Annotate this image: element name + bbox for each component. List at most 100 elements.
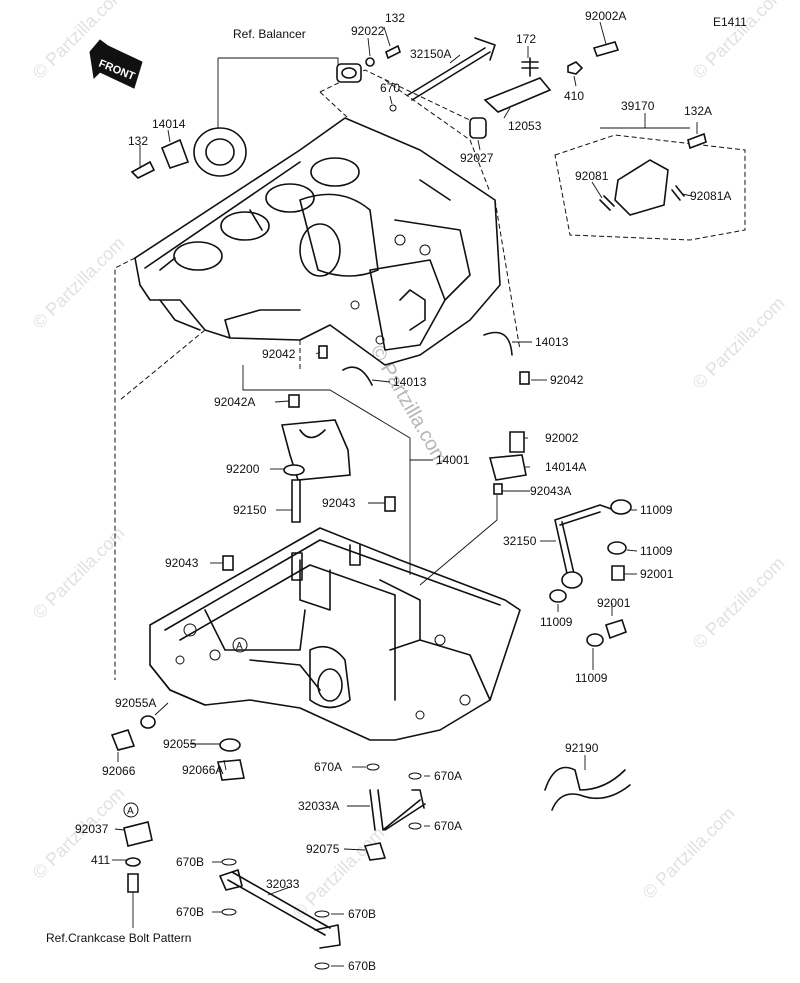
oring-92055A [140,715,156,729]
part-labels: 132 92022 32150A 172 92002A 670 410 1205… [75,9,731,973]
dowel-92043-mid [384,496,396,512]
label-410: 410 [564,89,584,103]
oring-670A-2 [408,772,422,780]
oring-92055 [219,738,241,752]
dashed-boundary [494,199,521,351]
block-14014A [488,454,527,481]
label-670-top: 670 [380,81,400,95]
washer-92022 [365,57,375,67]
label-670A-1: 670A [314,760,342,774]
oring-670B-3 [314,910,330,918]
label-92190: 92190 [565,741,599,755]
label-92042-right: 92042 [550,373,584,387]
label-92043A: 92043A [530,484,571,498]
label-92027: 92027 [460,151,494,165]
bolt-ref-crankcase [127,873,139,893]
oring-670A-1 [366,763,380,771]
watermark: © Partzilla.com [639,803,739,903]
label-92075: 92075 [306,842,340,856]
label-411: 411 [91,853,110,867]
bolt-92150 [291,479,301,523]
switch-assembly-39170 [614,159,669,216]
bearing-14013-right [483,331,513,356]
ref-crankcase-label: Ref.Crankcase Bolt Pattern [46,931,191,945]
leader-lines [112,21,698,967]
oring-670B-1 [221,858,237,866]
label-92150: 92150 [233,503,267,517]
watermark: © Partzilla.com [689,0,789,83]
label-92037: 92037 [75,822,109,836]
label-92081A: 92081A [690,189,731,203]
label-12053: 12053 [508,119,542,133]
label-92002: 92002 [545,431,579,445]
seal-ref-balancer [193,127,247,177]
label-670B-3: 670B [348,907,376,921]
pipe-32150-end [561,571,583,589]
bearing-14013-mid [342,366,373,386]
label-92066A: 92066A [182,763,223,777]
plug-92066 [110,729,136,751]
washer-411 [125,857,141,867]
oring-11009-a [610,499,632,515]
label-92055A: 92055A [115,696,156,710]
dashed-boundary [319,69,481,126]
label-14014: 14014 [152,117,186,131]
bracket-14001 [242,365,411,575]
bolt-92001-b [605,619,628,640]
plug-92066A [217,759,245,781]
dowel-92042-left [318,345,328,359]
label-92043-mid: 92043 [322,496,356,510]
label-132-left: 132 [128,134,148,148]
dowel-92043-left [222,555,234,571]
shaft-32150A [407,37,496,101]
watermark: © Partzilla.com [689,553,789,653]
upper-crankcase [134,117,501,366]
stud-172 [521,57,539,77]
oring-670B-4 [314,962,330,970]
oring-11009-b [607,541,627,555]
watermark: © Partzilla.com [689,293,789,393]
diagram-code: E1411 [713,15,747,29]
label-11009-a: 11009 [640,503,673,517]
pipe-32150 [554,504,621,579]
label-92042A: 92042A [214,395,255,409]
leader-92043A [419,495,498,586]
oring-670A-3 [408,822,422,830]
label-92081: 92081 [575,169,609,183]
bolt-92002 [509,431,525,453]
washer-92200 [283,464,305,476]
label-92022: 92022 [351,24,385,38]
bolt-92001-a [611,565,625,581]
dowel-92042A [288,394,300,408]
ref-balancer-bracket [217,57,339,132]
watermark: © Partzilla.com [29,233,129,333]
collar-92027 [469,117,487,139]
label-32150: 32150 [503,534,537,548]
label-14014A: 14014A [545,460,586,474]
watermark: © Partzilla.com [29,523,129,623]
callout-a: A [232,637,248,653]
label-670B-4: 670B [348,959,376,973]
pipe-92190 [544,766,631,811]
svg-text:A: A [236,641,243,652]
clip-92075 [363,842,387,861]
bolt-92002A [592,41,620,57]
balancer-bearing [336,63,362,83]
callout-a: A [123,802,139,818]
oring-670-top [389,104,397,112]
label-14013-mid: 14013 [393,375,427,389]
label-92200: 92200 [226,462,260,476]
oring-670B-2 [221,908,237,916]
label-32033A: 32033A [298,799,339,813]
label-92066: 92066 [102,764,136,778]
label-92043-left: 92043 [165,556,199,570]
ref-balancer-label: Ref. Balancer [233,27,306,41]
dashed-boundary-39170 [554,134,746,241]
dowel-92042-right [519,371,530,385]
label-32150A: 32150A [410,47,451,61]
label-670B-2: 670B [176,905,204,919]
pipe-32033 [219,869,341,949]
oring-11009-c [549,589,567,603]
clamp-92037 [123,821,153,847]
